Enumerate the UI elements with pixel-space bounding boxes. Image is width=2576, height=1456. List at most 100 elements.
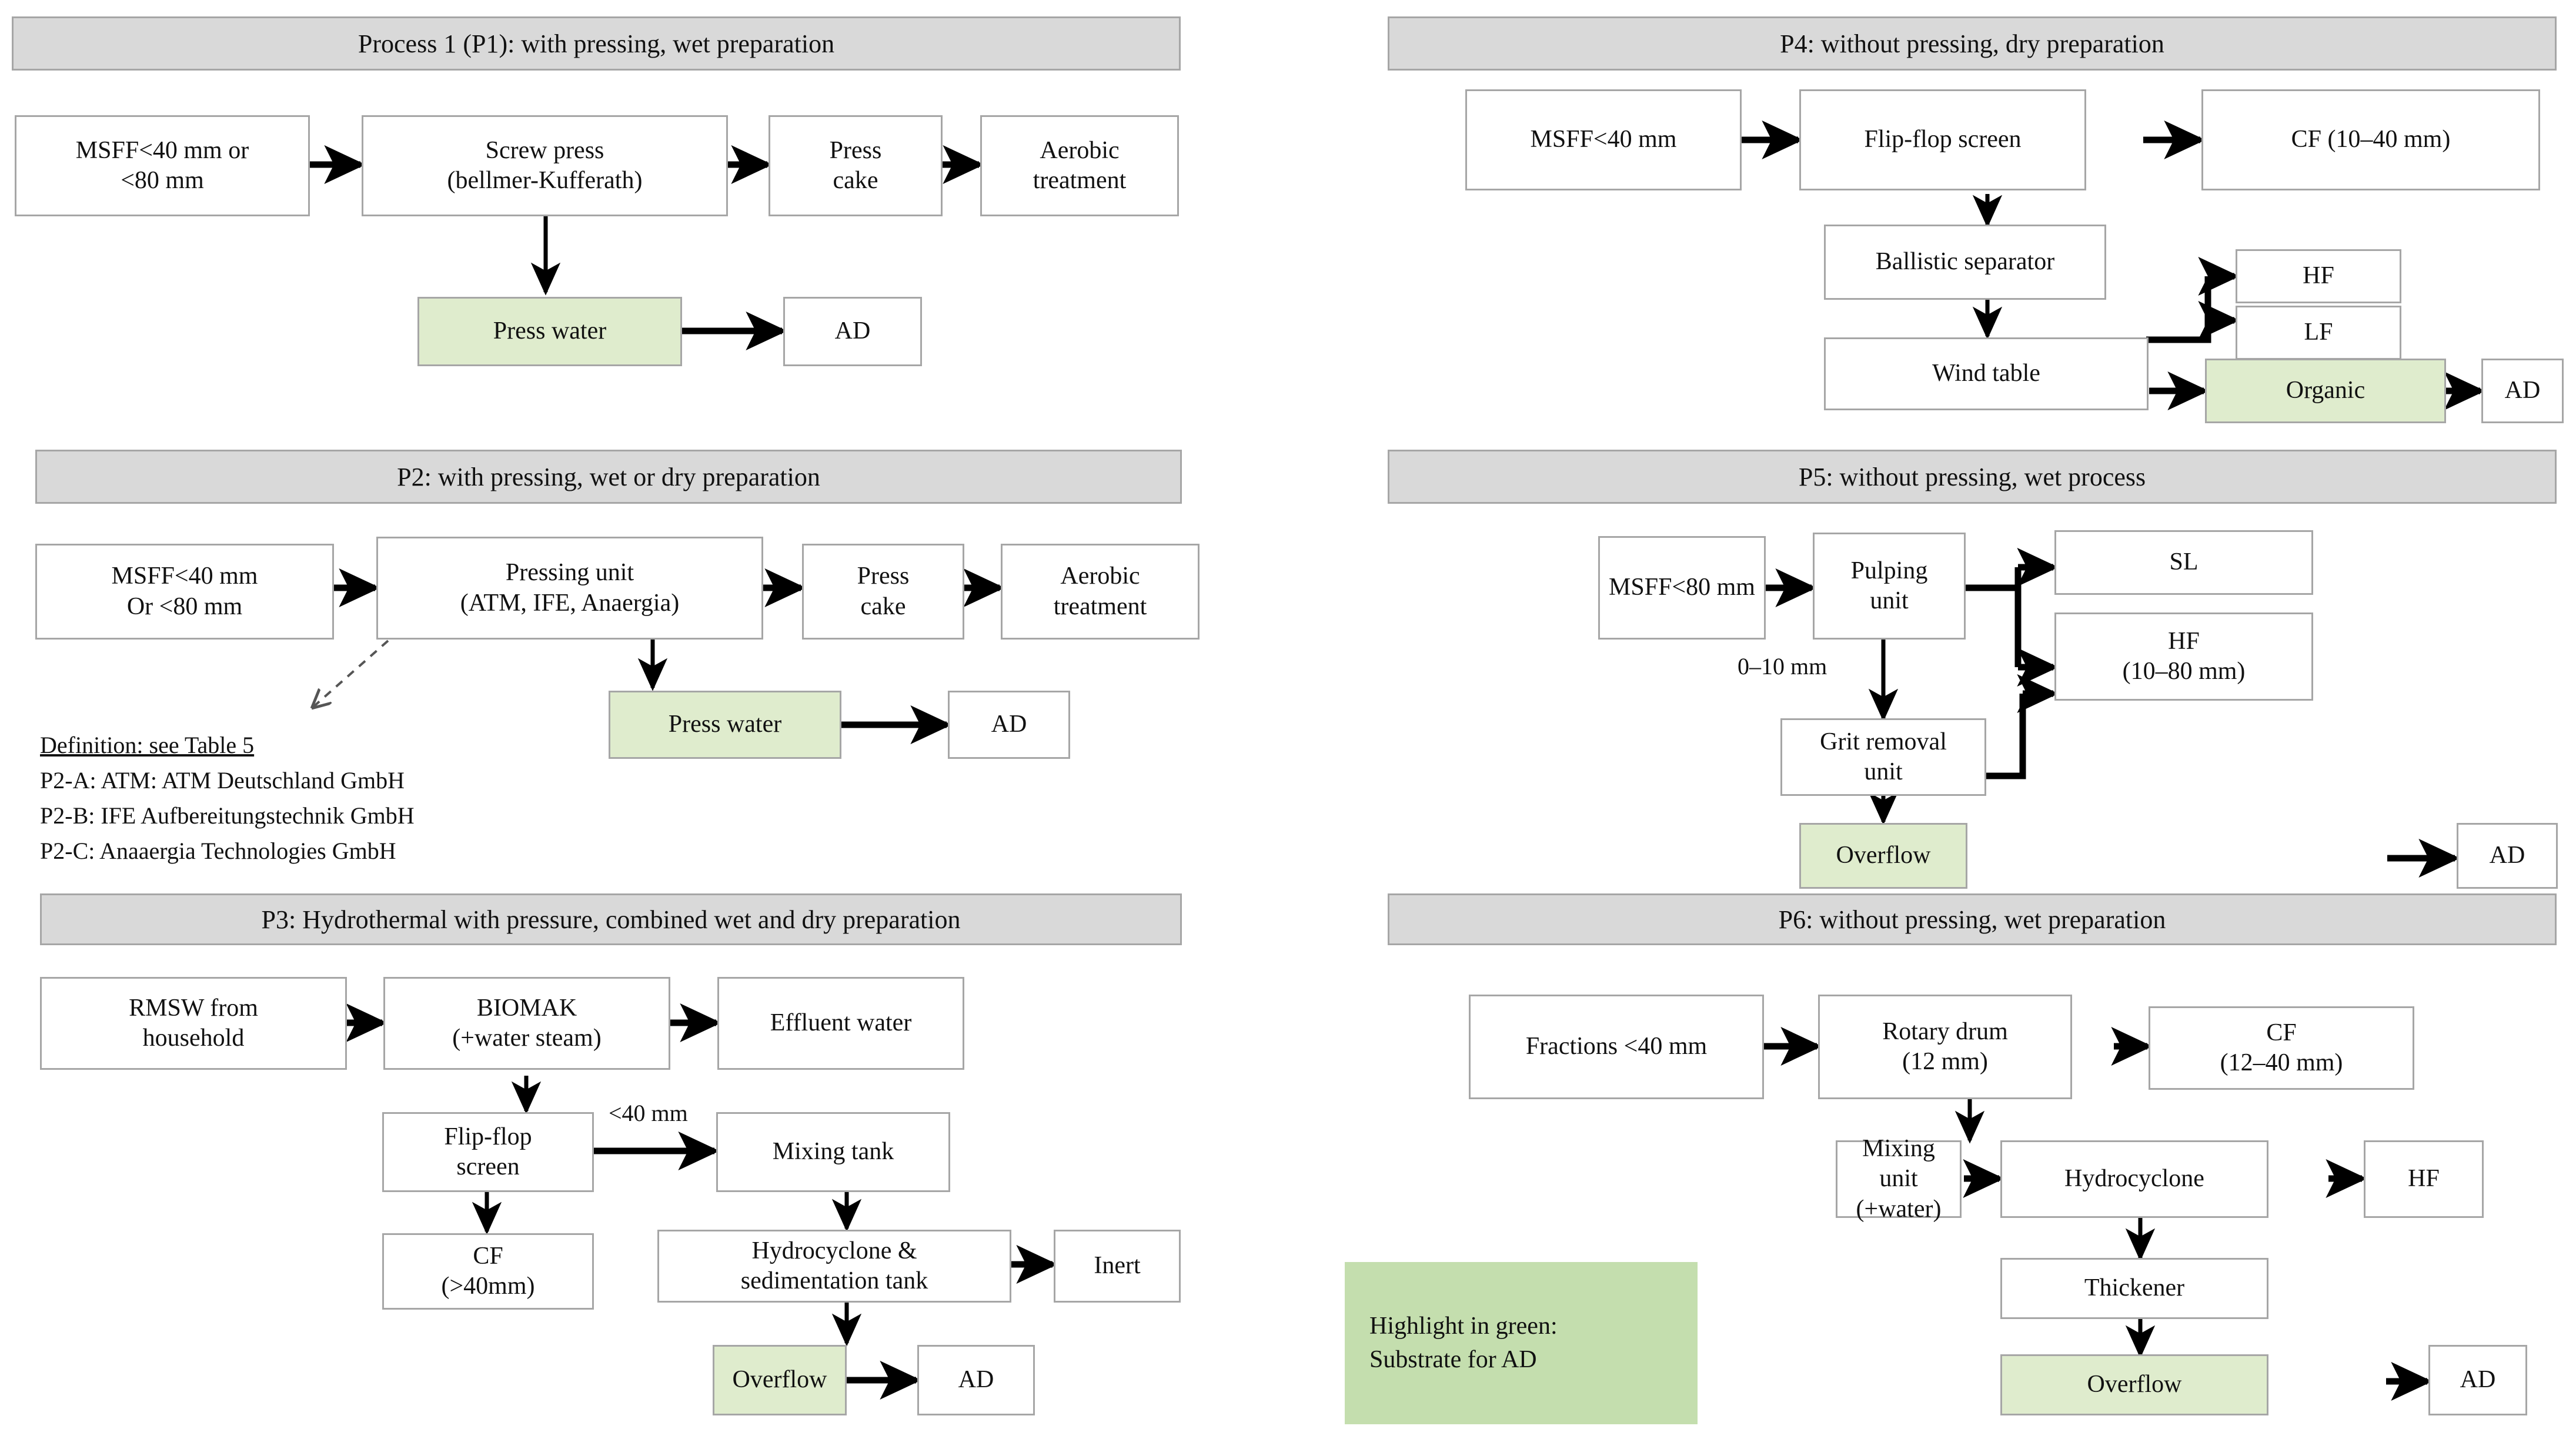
p5-node-overflow[interactable]: Overflow (1799, 823, 1967, 889)
p3-header: P3: Hydrothermal with pressure, combined… (40, 893, 1182, 945)
p3-node-rmsw[interactable]: RMSW from household (40, 977, 347, 1070)
p1-node-screw-press[interactable]: Screw press (bellmer-Kufferath) (362, 115, 728, 216)
p1-node-aerobic-treatment[interactable]: Aerobic treatment (980, 115, 1179, 216)
p1-node-ad-label: AD (834, 317, 871, 345)
p4-node-msff[interactable]: MSFF<40 mm (1465, 89, 1742, 190)
p4-node-ad[interactable]: AD (2481, 359, 2564, 423)
p6-node-hf[interactable]: HF (2364, 1140, 2484, 1218)
p6-node-overflow-label: Overflow (2087, 1371, 2182, 1398)
p1-node-press-cake-label: Press cake (829, 136, 882, 194)
p2-node-press-water[interactable]: Press water (609, 691, 841, 759)
p4-node-wind-table[interactable]: Wind table (1824, 337, 2149, 410)
p1-node-aerobic-treatment-label: Aerobic treatment (1033, 136, 1127, 194)
p4-node-wind-table-label: Wind table (1932, 360, 2040, 387)
p1-title: Process 1 (P1): with pressing, wet prepa… (358, 29, 835, 58)
p5-node-ad[interactable]: AD (2457, 823, 2558, 889)
p4-node-lf-label: LF (2304, 319, 2333, 346)
p2-node-press-cake-label: Press cake (857, 563, 910, 620)
p3-node-inert-label: Inert (1094, 1252, 1141, 1280)
p1-node-msff-label: MSFF<40 mm or <80 mm (75, 136, 249, 194)
p5-node-overflow-label: Overflow (1836, 842, 1931, 869)
p5-node-msff[interactable]: MSFF<80 mm (1598, 536, 1766, 640)
p4-node-cf[interactable]: CF (10–40 mm) (2201, 89, 2540, 190)
p6-node-hydrocyclone[interactable]: Hydrocyclone (2000, 1140, 2268, 1218)
p6-node-thickener-label: Thickener (2084, 1274, 2185, 1302)
p5-node-hf-label: HF (10–80 mm) (2122, 627, 2246, 685)
p6-node-thickener[interactable]: Thickener (2000, 1258, 2268, 1319)
p3-node-effluent-water-label: Effluent water (770, 1009, 912, 1037)
p4-node-flipflop-screen[interactable]: Flip-flop screen (1799, 89, 2086, 190)
p2-node-msff[interactable]: MSFF<40 mm Or <80 mm (35, 544, 334, 640)
p4-header: P4: without pressing, dry preparation (1388, 16, 2557, 71)
p5-node-pulping-unit[interactable]: Pulping unit (1813, 533, 1966, 640)
p3-node-ad[interactable]: AD (917, 1345, 1035, 1415)
p3-node-mixing-tank-label: Mixing tank (772, 1138, 894, 1166)
p6-node-cf[interactable]: CF (12–40 mm) (2149, 1006, 2414, 1090)
p2-definition-item-b: P2-B: IFE Aufbereitungstechnik GmbH (40, 802, 415, 829)
p2-node-ad[interactable]: AD (948, 691, 1070, 759)
p3-node-mixing-tank[interactable]: Mixing tank (716, 1112, 950, 1192)
p6-header: P6: without pressing, wet preparation (1388, 893, 2557, 945)
p1-node-msff[interactable]: MSFF<40 mm or <80 mm (15, 115, 310, 216)
p5-node-grit-removal-unit-label: Grit removal unit (1820, 728, 1947, 785)
p2-node-ad-label: AD (991, 711, 1027, 738)
p6-node-fractions[interactable]: Fractions <40 mm (1469, 995, 1764, 1099)
p3-node-overflow-label: Overflow (732, 1366, 827, 1394)
p4-node-lf[interactable]: LF (2236, 306, 2401, 360)
p3-node-effluent-water[interactable]: Effluent water (717, 977, 964, 1070)
p5-node-hf[interactable]: HF (10–80 mm) (2054, 612, 2313, 701)
p5-node-grit-removal-unit[interactable]: Grit removal unit (1780, 718, 1986, 796)
p3-node-overflow[interactable]: Overflow (713, 1345, 847, 1415)
p4-node-ad-label: AD (2504, 377, 2541, 404)
p1-node-screw-press-label: Screw press (bellmer-Kufferath) (447, 136, 643, 194)
p3-node-hydrocyclone-sedimentation-label: Hydrocyclone & sedimentation tank (740, 1237, 928, 1294)
p2-node-press-cake[interactable]: Press cake (802, 544, 964, 640)
p3-node-inert[interactable]: Inert (1054, 1230, 1181, 1303)
p4-node-cf-label: CF (10–40 mm) (2291, 126, 2451, 153)
p2-node-pressing-unit-label: Pressing unit (ATM, IFE, Anaergia) (460, 559, 680, 617)
p2-definition-item-c: P2-C: Anaaergia Technologies GmbH (40, 838, 396, 864)
p1-node-ad[interactable]: AD (783, 297, 922, 366)
p3-node-hydrocyclone-sedimentation[interactable]: Hydrocyclone & sedimentation tank (657, 1230, 1011, 1303)
p5-node-pulping-unit-label: Pulping unit (1850, 557, 1928, 614)
p4-node-ballistic-separator[interactable]: Ballistic separator (1824, 225, 2106, 300)
p6-node-hydrocyclone-label: Hydrocyclone (2064, 1165, 2204, 1193)
p1-node-press-water-label: Press water (493, 317, 607, 345)
p4-node-ballistic-separator-label: Ballistic separator (1875, 248, 2055, 276)
p2-title: P2: with pressing, wet or dry preparatio… (397, 462, 820, 491)
p5-node-msff-label: MSFF<80 mm (1609, 574, 1755, 601)
p6-node-mixing-unit-label: Mixing unit (+water) (1856, 1135, 1942, 1223)
p5-node-sl[interactable]: SL (2054, 530, 2313, 595)
p4-node-organic[interactable]: Organic (2205, 359, 2446, 423)
p5-title: P5: without pressing, wet process (1798, 462, 2146, 491)
p5-header: P5: without pressing, wet process (1388, 450, 2557, 504)
p6-node-cf-label: CF (12–40 mm) (2220, 1019, 2343, 1076)
p6-node-fractions-label: Fractions <40 mm (1525, 1033, 1708, 1060)
p1-node-press-water[interactable]: Press water (417, 297, 682, 366)
p3-node-rmsw-label: RMSW from household (129, 994, 258, 1052)
p2-definition-item-a: P2-A: ATM: ATM Deutschland GmbH (40, 767, 405, 794)
p5-edge-label-0-10mm: 0–10 mm (1738, 653, 1827, 680)
p2-definitions: Definition: see Table 5 P2-A: ATM: ATM D… (40, 728, 628, 869)
p6-node-mixing-unit[interactable]: Mixing unit (+water) (1836, 1135, 1962, 1223)
p2-definitions-heading: Definition: see Table 5 (40, 732, 255, 758)
p3-node-flipflop-screen[interactable]: Flip-flop screen (382, 1112, 594, 1192)
p4-node-organic-label: Organic (2286, 377, 2365, 404)
p3-node-biomak-label: BIOMAK (+water steam) (452, 994, 602, 1052)
p1-node-press-cake[interactable]: Press cake (769, 115, 943, 216)
p4-node-hf[interactable]: HF (2236, 249, 2401, 303)
p3-node-cf[interactable]: CF (>40mm) (382, 1233, 594, 1310)
p6-node-rotary-drum-label: Rotary drum (12 mm) (1882, 1017, 2008, 1075)
p1-header: Process 1 (P1): with pressing, wet prepa… (12, 16, 1181, 71)
p6-node-ad[interactable]: AD (2428, 1345, 2527, 1415)
p3-node-cf-label: CF (>40mm) (441, 1242, 535, 1300)
p4-node-flipflop-screen-label: Flip-flop screen (1864, 126, 2022, 153)
p6-node-rotary-drum[interactable]: Rotary drum (12 mm) (1818, 995, 2072, 1099)
p3-node-biomak[interactable]: BIOMAK (+water steam) (383, 977, 670, 1070)
p5-node-ad-label: AD (2489, 842, 2525, 869)
p2-node-pressing-unit[interactable]: Pressing unit (ATM, IFE, Anaergia) (376, 537, 763, 640)
p6-node-overflow[interactable]: Overflow (2000, 1354, 2268, 1415)
p2-node-aerobic-treatment[interactable]: Aerobic treatment (1001, 544, 1200, 640)
p2-node-msff-label: MSFF<40 mm Or <80 mm (111, 563, 258, 620)
